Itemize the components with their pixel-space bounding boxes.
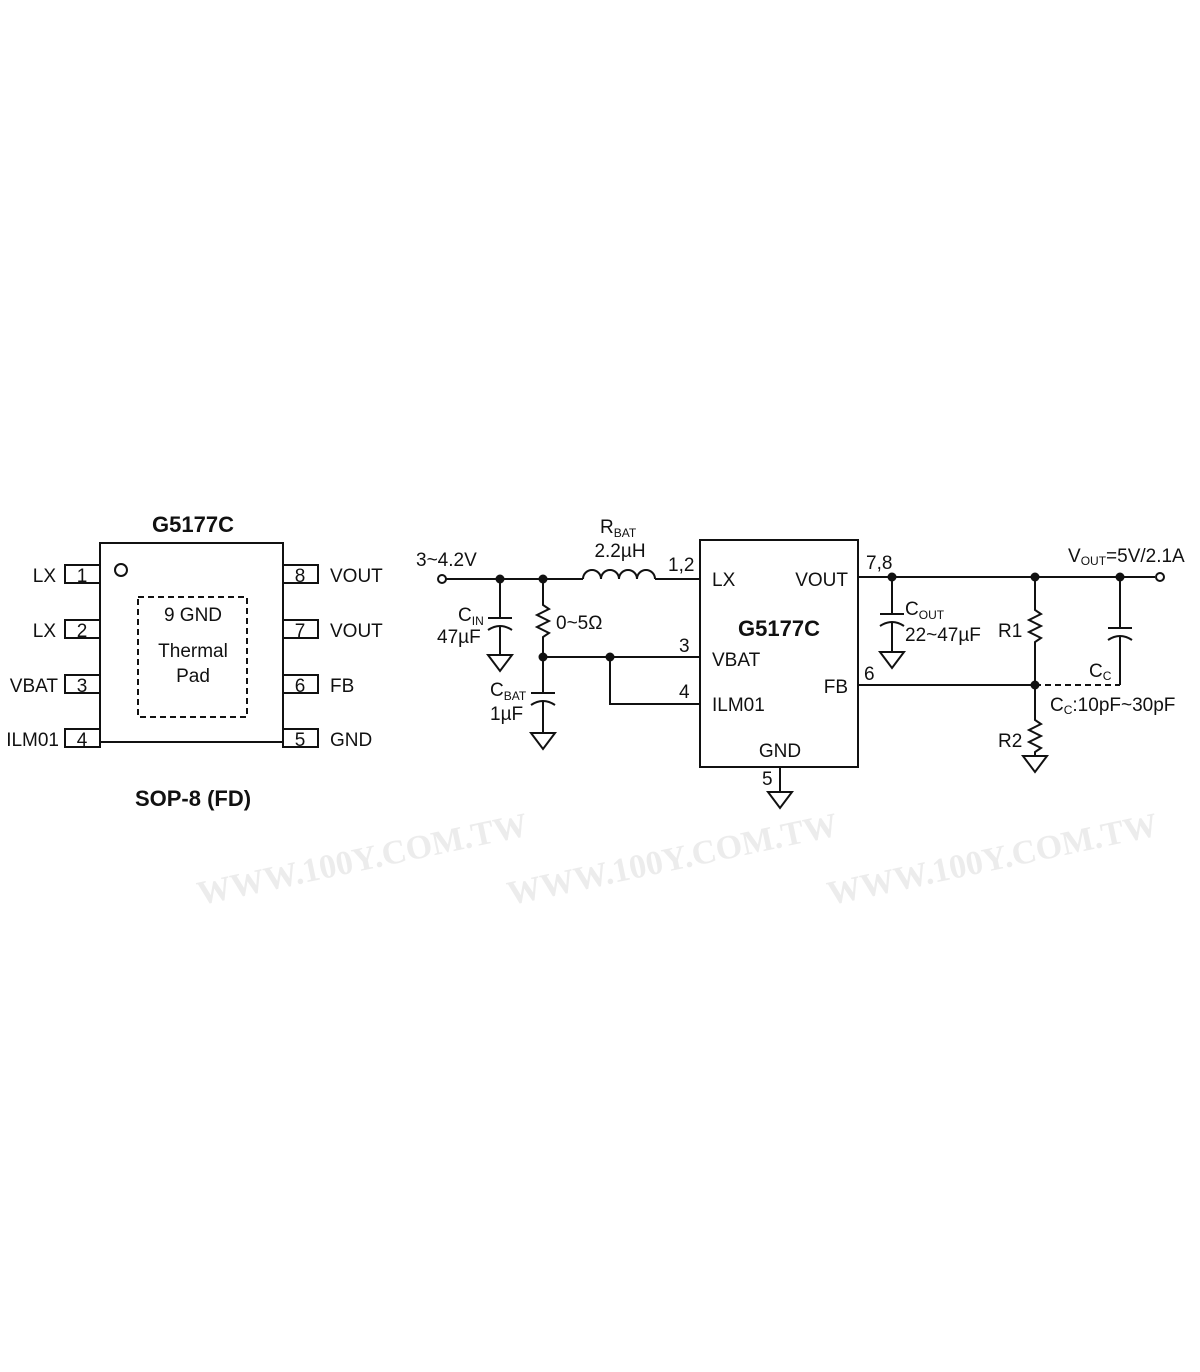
ground-icon <box>529 732 557 751</box>
svg-text:FB: FB <box>330 676 354 697</box>
svg-text:LX: LX <box>33 621 57 642</box>
svg-text:GND: GND <box>330 730 372 751</box>
package-body <box>99 542 284 743</box>
cbat-capacitor: CBAT 1µF <box>490 657 557 751</box>
svg-text:R2: R2 <box>998 731 1022 752</box>
svg-text:CC:10pF~30pF: CC:10pF~30pF <box>1050 695 1175 717</box>
pin-8: 8 VOUT <box>282 564 383 587</box>
pin-1: 1 LX <box>33 564 101 587</box>
ground-icon <box>1021 755 1049 774</box>
cin-capacitor: CIN 47µF <box>437 579 514 673</box>
svg-text:0~5Ω: 0~5Ω <box>556 613 602 634</box>
svg-text:1µF: 1µF <box>490 704 523 725</box>
package-pinout: G5177C 9 GND Thermal Pad 1 LX 2 LX 3 VBA… <box>6 512 383 811</box>
svg-text:22~47µF: 22~47µF <box>905 625 981 646</box>
cout-capacitor: COUT 22~47µF <box>878 577 981 670</box>
svg-text:VBAT: VBAT <box>712 650 761 671</box>
svg-text:VOUT: VOUT <box>795 570 848 591</box>
svg-text:3: 3 <box>77 676 88 697</box>
svg-text:7: 7 <box>295 621 306 642</box>
pin-4: 4 ILM01 <box>6 728 101 751</box>
pin-6: 6 FB <box>282 674 354 697</box>
pin-5: 5 GND <box>282 728 372 751</box>
svg-text:ILM01: ILM01 <box>6 730 59 751</box>
ground-icon <box>878 651 906 670</box>
ground-icon <box>766 791 794 810</box>
ground-icon <box>486 654 514 673</box>
inductor-value: 2.2µH <box>594 541 645 562</box>
svg-text:8: 8 <box>295 566 306 587</box>
inductor-icon <box>582 569 656 580</box>
svg-text:4: 4 <box>77 730 88 751</box>
output-terminal-icon <box>1155 572 1165 582</box>
svg-text:2: 2 <box>77 621 88 642</box>
svg-text:CIN: CIN <box>458 605 484 628</box>
svg-text:LX: LX <box>712 570 736 591</box>
inductor-label: RBAT <box>600 517 637 540</box>
r2-resistor: R2 <box>998 685 1049 774</box>
svg-text:ILM01: ILM01 <box>712 695 765 716</box>
svg-text:3: 3 <box>679 636 690 657</box>
r1-resistor: R1 <box>998 577 1044 685</box>
input-resistor: 0~5Ω <box>534 579 602 657</box>
svg-text:GND: GND <box>759 741 801 762</box>
svg-text:WWW.100Y.COM.TW: WWW.100Y.COM.TW <box>824 807 1161 913</box>
pin-3: 3 VBAT <box>10 674 101 697</box>
thermal-pad-label: Thermal <box>158 641 228 662</box>
pin-7: 7 VOUT <box>282 619 383 642</box>
vout-label: VOUT=5V/2.1A <box>1068 546 1185 568</box>
svg-text:7,8: 7,8 <box>866 553 892 574</box>
pin1-marker-icon <box>114 563 128 577</box>
svg-text:COUT: COUT <box>905 599 945 622</box>
thermal-pad-label: 9 GND <box>164 605 222 626</box>
svg-text:1: 1 <box>77 566 88 587</box>
svg-text:VBAT: VBAT <box>10 676 59 697</box>
svg-text:6: 6 <box>295 676 306 697</box>
svg-text:VOUT: VOUT <box>330 566 383 587</box>
svg-text:WWW.100Y.COM.TW: WWW.100Y.COM.TW <box>504 807 841 913</box>
svg-text:47µF: 47µF <box>437 627 481 648</box>
svg-text:R1: R1 <box>998 621 1022 642</box>
svg-text:WWW.100Y.COM.TW: WWW.100Y.COM.TW <box>194 807 531 913</box>
svg-text:CBAT: CBAT <box>490 680 527 703</box>
svg-text:FB: FB <box>824 677 848 698</box>
package-caption: SOP-8 (FD) <box>135 786 251 811</box>
svg-text:CC: CC <box>1089 661 1112 683</box>
svg-text:6: 6 <box>864 664 875 685</box>
vbat-wire <box>543 656 700 705</box>
node-dot <box>605 652 615 662</box>
cc-capacitor: CC CC:10pF~30pF <box>1050 577 1175 717</box>
input-voltage-label: 3~4.2V <box>416 550 477 571</box>
svg-text:G5177C: G5177C <box>738 616 820 641</box>
svg-text:4: 4 <box>679 682 690 703</box>
svg-text:LX: LX <box>33 566 57 587</box>
ic-g5177c: G5177C LX VOUT VBAT ILM01 FB GND 1,2 3 4… <box>668 539 892 810</box>
application-schematic: 3~4.2V RBAT 2.2µH CIN 47µF 0~5Ω CBAT 1µF <box>416 517 1185 810</box>
svg-text:VOUT: VOUT <box>330 621 383 642</box>
pin-2: 2 LX <box>33 619 101 642</box>
thermal-pad <box>137 596 248 718</box>
svg-text:5: 5 <box>295 730 306 751</box>
svg-text:5: 5 <box>762 769 773 790</box>
input-terminal-icon <box>437 574 447 584</box>
thermal-pad-label: Pad <box>176 666 210 687</box>
package-title: G5177C <box>152 512 234 537</box>
svg-text:1,2: 1,2 <box>668 555 694 576</box>
watermark: WWW.100Y.COM.TW WWW.100Y.COM.TW WWW.100Y… <box>194 807 1161 913</box>
